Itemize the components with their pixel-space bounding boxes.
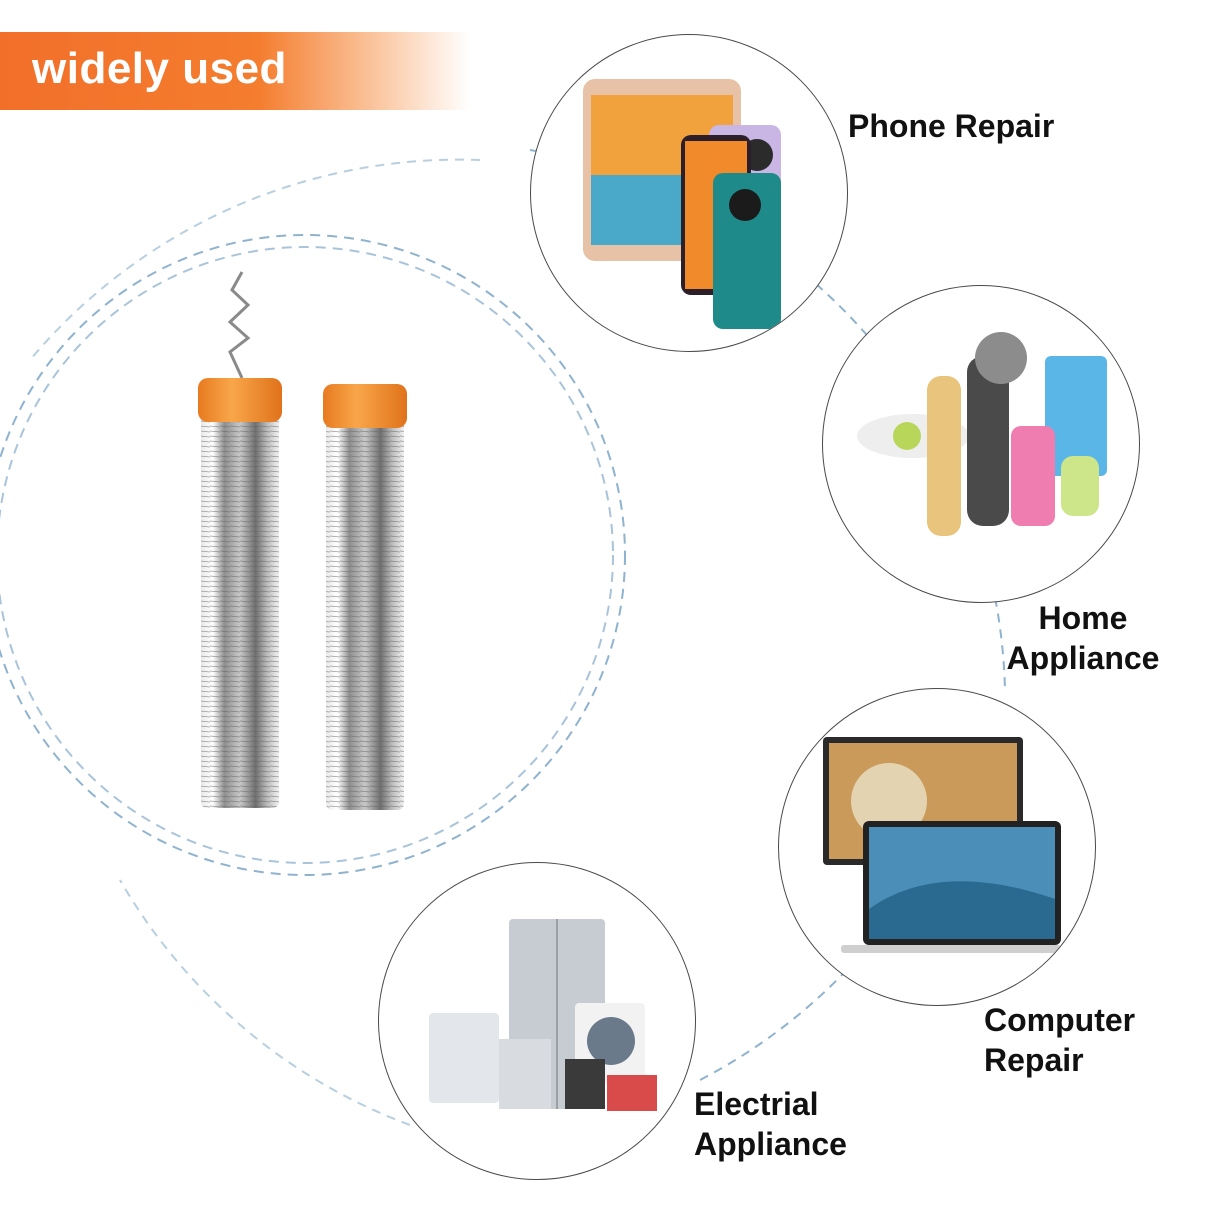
electrical-appliance-circle [378, 862, 696, 1180]
computer-repair-line-1: Computer [984, 1002, 1136, 1038]
home-appliance-line-2: Appliance [1006, 640, 1160, 676]
header-banner: widely used [0, 32, 470, 110]
phone-repair-circle [530, 34, 848, 352]
computer-repair-label: Computer Repair [984, 1000, 1135, 1080]
computer-repair-line-2: Repair [984, 1042, 1084, 1078]
computer-repair-circle [778, 688, 1096, 1006]
electrical-appliances-icon [429, 919, 657, 1111]
phone-repair-label: Phone Repair [848, 108, 1055, 144]
home-appliance-label: Home Appliance [1003, 598, 1163, 678]
home-appliances-icon [857, 332, 1107, 536]
electrical-appliance-label: Electrial Appliance [694, 1084, 847, 1164]
electrical-appliance-line-2: Appliance [694, 1126, 847, 1162]
electrical-appliance-line-1: Electrial [694, 1086, 819, 1122]
banner-title: widely used [32, 44, 287, 93]
home-appliance-circle [822, 285, 1140, 603]
computer-icon [823, 737, 1061, 953]
phone-tablet-icon [583, 79, 781, 329]
home-appliance-line-1: Home [1038, 600, 1128, 636]
